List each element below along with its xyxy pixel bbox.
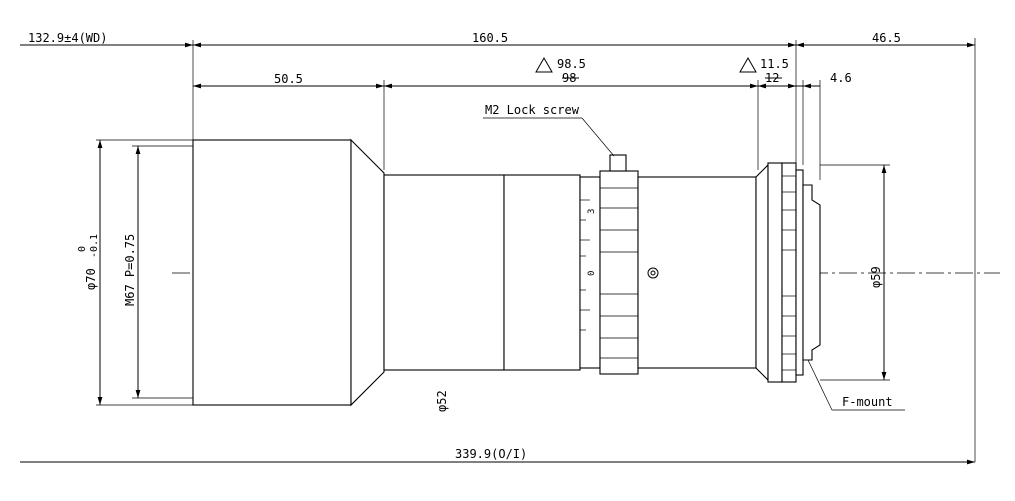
dim-flange: 4.6: [830, 71, 852, 85]
scale-ticks: [580, 199, 590, 331]
label-mount: F-mount: [842, 395, 893, 409]
revision-triangle-1: [535, 56, 553, 73]
dim-barrel-diameter: φ52: [435, 390, 449, 412]
dim-rear-new: 11.5: [760, 57, 789, 71]
dim-mid-old: 98: [562, 71, 576, 85]
scale-mark-0: 0: [587, 271, 597, 276]
lock-ring-knurl: [600, 187, 638, 359]
dim-rear-old: 12: [765, 71, 779, 85]
lock-ring: [599, 170, 639, 375]
set-screw: [647, 267, 659, 279]
dim-front-diameter: φ70: [84, 268, 98, 290]
dim-working-distance: 132.9±4(WD): [28, 31, 107, 45]
dim-mid-new: 98.5: [557, 57, 586, 71]
scale-mark-3: 3: [587, 209, 597, 214]
mount-tab: [802, 184, 821, 361]
front-taper: [350, 138, 385, 407]
bayonet-ring: [781, 162, 797, 383]
lock-screw-head: [609, 154, 627, 172]
dim-rear-diameter: φ59: [869, 266, 883, 288]
rear-collar: [767, 162, 783, 383]
leader-lines: [483, 117, 905, 411]
dim-front-tol-upper: 0: [77, 246, 88, 252]
mid-barrel: [383, 174, 505, 371]
label-lock-screw: M2 Lock screw: [485, 103, 580, 117]
lens-body: [192, 138, 821, 407]
dim-filter-thread: M67 P=0.75: [123, 234, 137, 306]
extension-lines: [96, 38, 976, 462]
revision-triangle-2: [739, 56, 757, 73]
rear-barrel: [637, 176, 757, 369]
dim-object-to-image: 339.9(O/I): [455, 447, 527, 461]
rear-taper: [755, 163, 769, 382]
bayonet-knurl: [782, 175, 796, 371]
set-screw-center: [650, 270, 656, 276]
revision-marks: [535, 56, 757, 73]
dim-back-length: 46.5: [872, 31, 901, 45]
mount-flange: [795, 169, 804, 376]
mid-barrel-section: [503, 174, 581, 371]
front-barrel: [192, 139, 352, 406]
dim-front-barrel: 50.5: [274, 72, 303, 86]
dim-overall-length: 160.5: [472, 31, 508, 45]
dim-front-tol-lower: -0.1: [89, 234, 100, 258]
